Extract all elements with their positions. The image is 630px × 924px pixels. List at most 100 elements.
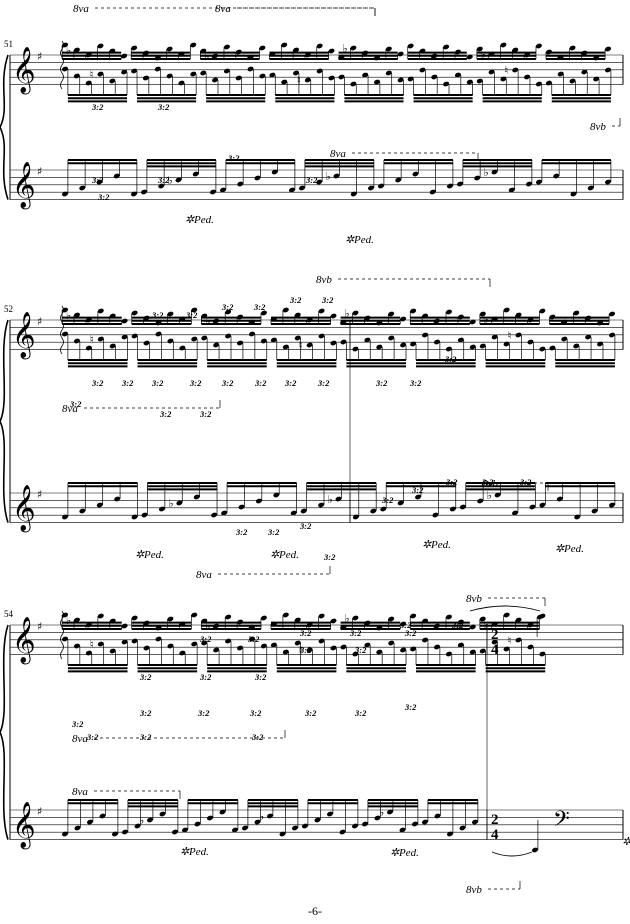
notehead (159, 811, 166, 817)
notehead (316, 179, 323, 185)
notehead (469, 344, 476, 350)
notehead (293, 70, 300, 76)
treble-clef-icon: 𝄞 (12, 312, 36, 360)
tuplet-label: 3:2 (221, 302, 234, 312)
notehead (175, 177, 182, 183)
tuplet-label: 3:2 (71, 719, 84, 729)
note (61, 636, 69, 665)
note (421, 800, 429, 825)
beam-group (221, 482, 297, 516)
notehead (294, 312, 301, 318)
pedal-release-icon: ✲ (422, 539, 432, 551)
tuplet-label: 3:2 (254, 378, 267, 388)
notehead (376, 649, 383, 655)
notehead (385, 46, 392, 52)
tuplet-label: 3:2 (399, 620, 412, 630)
beam-group (301, 799, 359, 835)
notehead (73, 617, 80, 623)
beam-group (181, 799, 239, 833)
tuplet-label: 3:2 (139, 732, 152, 742)
notehead (539, 651, 546, 657)
note (511, 47, 519, 59)
notehead (364, 337, 371, 343)
notehead (270, 337, 277, 343)
notehead (535, 43, 542, 49)
key-signature-sharp: ♯ (37, 620, 42, 633)
notehead (143, 340, 150, 346)
note (235, 49, 242, 59)
tie (469, 605, 541, 612)
ottava-line: 8va (62, 400, 221, 415)
notehead (474, 175, 481, 181)
notehead (176, 500, 183, 506)
notehead (109, 648, 116, 654)
notehead (237, 181, 244, 187)
tuplet-label: 3:2 (404, 628, 417, 638)
notehead (167, 643, 174, 649)
notehead (61, 636, 69, 642)
note (445, 651, 453, 665)
treble-clef-icon: 𝄞 (12, 47, 36, 95)
tuplet-label: 3:2 (199, 409, 212, 419)
tuplet-label: 3:2 (249, 708, 262, 718)
notehead (449, 506, 456, 512)
notehead (85, 80, 92, 86)
notehead (167, 338, 174, 344)
notehead (412, 171, 419, 177)
notehead (373, 79, 380, 85)
ottava-line: 8vb (316, 274, 491, 287)
note (190, 42, 197, 59)
note (388, 335, 395, 360)
note (167, 338, 174, 360)
tuplet-label: 3:2 (199, 672, 212, 682)
note (500, 76, 507, 95)
bass-staff (10, 492, 623, 523)
note (593, 76, 600, 95)
note (364, 642, 371, 665)
note (604, 46, 612, 59)
notehead (445, 651, 452, 657)
note (294, 312, 301, 324)
notehead (491, 169, 498, 175)
notehead (339, 829, 346, 835)
notehead (456, 181, 464, 187)
note (61, 331, 69, 360)
notehead (270, 642, 277, 648)
note: ♭ (66, 614, 80, 629)
note (330, 340, 337, 360)
note (140, 160, 148, 195)
note (111, 800, 119, 837)
notehead (96, 179, 103, 185)
accidental-flat: ♭ (484, 166, 489, 179)
notehead (291, 825, 299, 831)
notehead (570, 191, 577, 197)
note (143, 645, 150, 665)
notehead (279, 831, 286, 837)
notehead (527, 644, 534, 650)
ottava-label: 8va (330, 148, 346, 160)
note (225, 638, 232, 665)
notehead (410, 613, 417, 619)
note (410, 341, 417, 360)
note (469, 344, 476, 360)
notehead (121, 623, 128, 629)
notehead (266, 813, 274, 819)
notehead (193, 494, 200, 500)
note (209, 160, 217, 195)
accidental-natural: ♮ (508, 634, 512, 647)
note (373, 79, 381, 95)
notehead (524, 74, 531, 80)
notehead (140, 189, 148, 195)
notehead (370, 508, 377, 514)
notehead (573, 310, 580, 316)
notehead (561, 336, 568, 342)
note (248, 331, 256, 360)
notehead (407, 76, 414, 82)
beam-group (61, 482, 138, 520)
note (457, 314, 464, 324)
notehead (225, 333, 232, 339)
notehead (167, 616, 174, 622)
notehead (330, 645, 337, 651)
notehead (446, 831, 454, 837)
notehead (545, 80, 552, 86)
